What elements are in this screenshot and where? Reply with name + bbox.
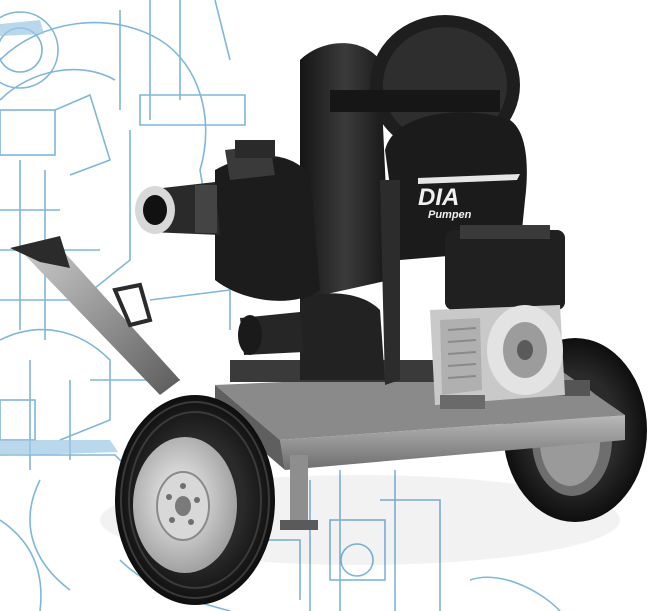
- engine-cover: [380, 112, 565, 385]
- inlet-port: [135, 182, 220, 235]
- blueprint-fill-accent: [0, 20, 118, 456]
- logo-brand: DIA: [418, 184, 459, 211]
- logo-subline: Pumpen: [428, 209, 472, 221]
- outlet-port: [238, 312, 304, 355]
- tow-bar: [10, 236, 180, 395]
- front-wheel: [115, 395, 275, 605]
- support-leg: [280, 455, 318, 530]
- dia-logo: DIA Pumpen: [418, 174, 520, 221]
- engine-block: [430, 305, 565, 409]
